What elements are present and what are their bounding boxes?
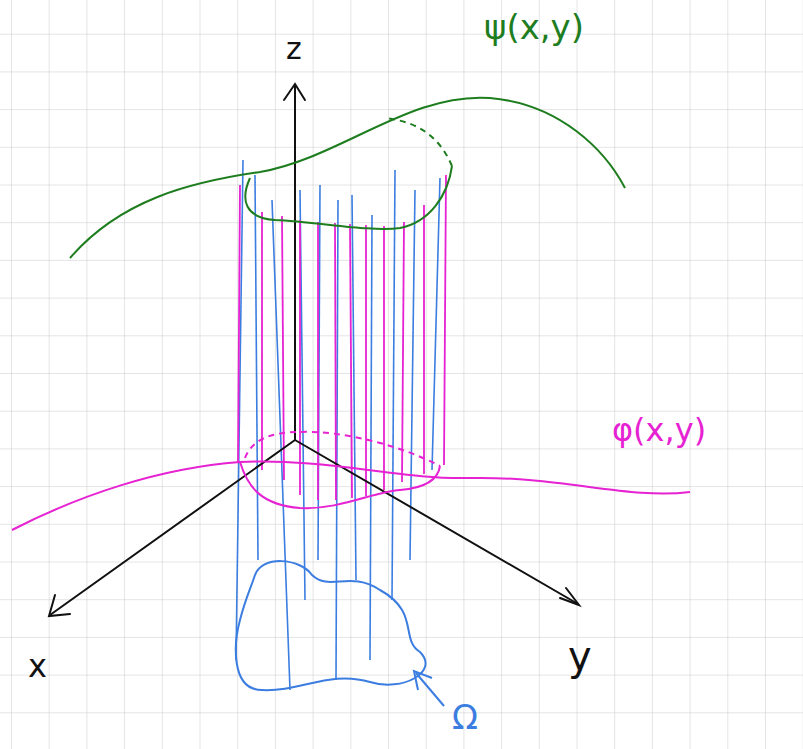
region-label: Ω bbox=[452, 700, 478, 734]
axis-label: y bbox=[568, 636, 592, 676]
domain-region bbox=[236, 561, 444, 706]
surface-label: φ(x,y) bbox=[612, 414, 706, 446]
surface-label: ψ(x,y) bbox=[484, 10, 584, 44]
axis-label: z bbox=[286, 34, 302, 64]
projection-lines bbox=[236, 160, 440, 690]
lower-surface bbox=[12, 432, 690, 530]
coordinate-axes bbox=[49, 84, 579, 616]
upper-surface bbox=[70, 98, 625, 258]
axis-label: x bbox=[28, 650, 47, 682]
